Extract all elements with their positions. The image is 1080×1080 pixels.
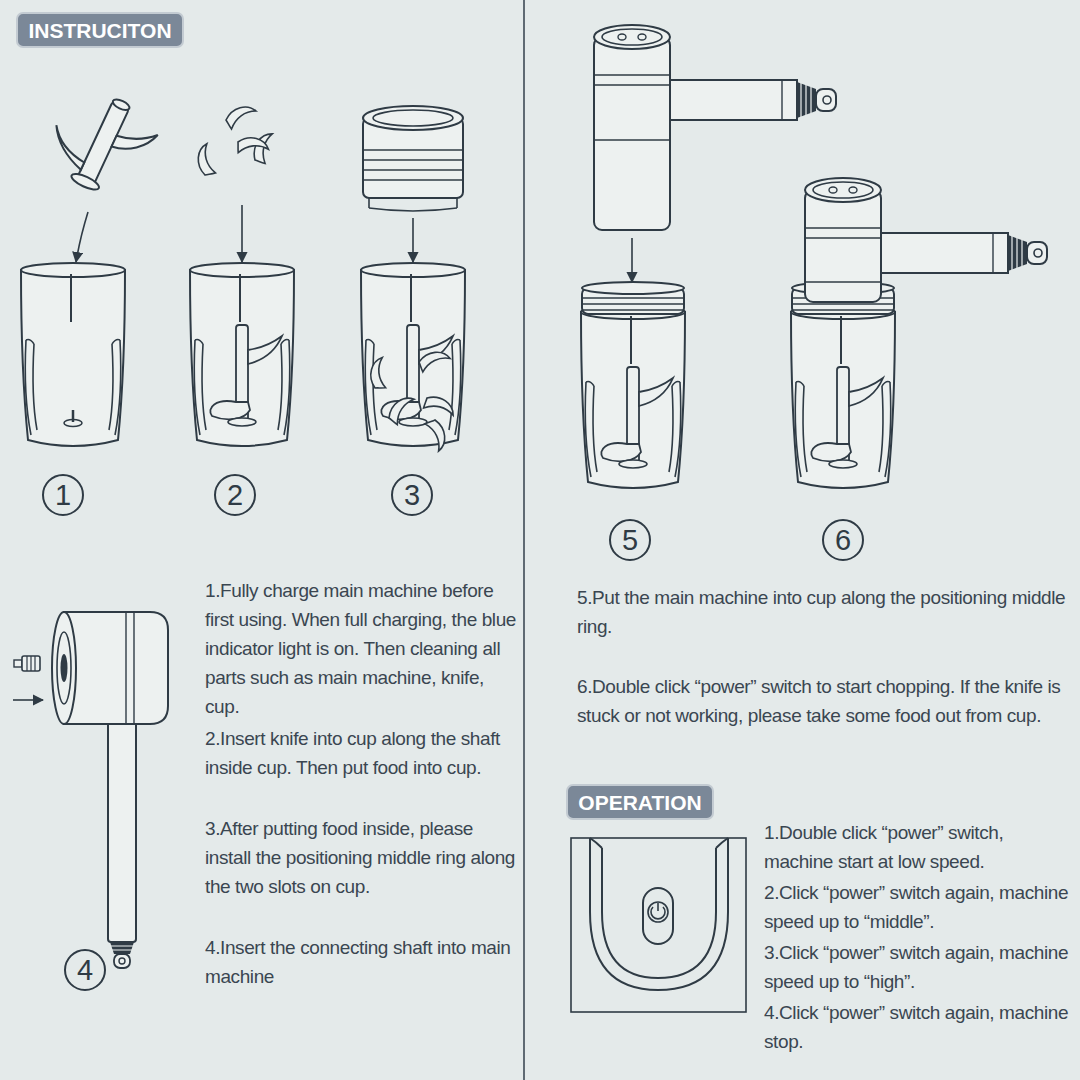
operation-step: 2.Click “power” switch again, machine sp… xyxy=(764,878,1074,936)
step-number: 1 xyxy=(55,481,71,510)
step-number: 6 xyxy=(835,526,851,555)
step-circle: 2 xyxy=(214,474,256,516)
operation-step: 3.Click “power” switch again, machine sp… xyxy=(764,938,1074,996)
instruction-text: 2.Insert knife into cup along the shaft … xyxy=(205,724,519,782)
operation-step: 1.Double click “power” switch, machine s… xyxy=(764,818,1074,876)
instruction-text: 4.Insert the connecting shaft into main … xyxy=(205,933,519,991)
instruction-text: 3.After putting food inside, please inst… xyxy=(205,814,519,901)
operation-step: 4.Click “power” switch again, machine st… xyxy=(764,998,1074,1056)
step-circle: 1 xyxy=(42,474,84,516)
section-title: INSTRUCITON xyxy=(28,20,171,41)
section-title: OPERATION xyxy=(578,792,701,813)
step-circle: 5 xyxy=(609,519,651,561)
step-number: 4 xyxy=(77,956,93,985)
step-circle: 4 xyxy=(64,949,106,991)
section-header: OPERATION xyxy=(566,784,714,820)
instruction-text: 6.Double click “power” switch to start c… xyxy=(577,672,1072,730)
instruction-text: 5.Put the main machine into cup along th… xyxy=(577,583,1072,641)
instruction-text: 1.Fully charge main machine before first… xyxy=(205,576,519,721)
section-header: INSTRUCITON xyxy=(16,12,184,48)
step-circle: 3 xyxy=(391,474,433,516)
step-circle: 6 xyxy=(822,519,864,561)
step-number: 3 xyxy=(404,481,420,510)
step-number: 5 xyxy=(622,526,638,555)
step-number: 2 xyxy=(227,481,243,510)
